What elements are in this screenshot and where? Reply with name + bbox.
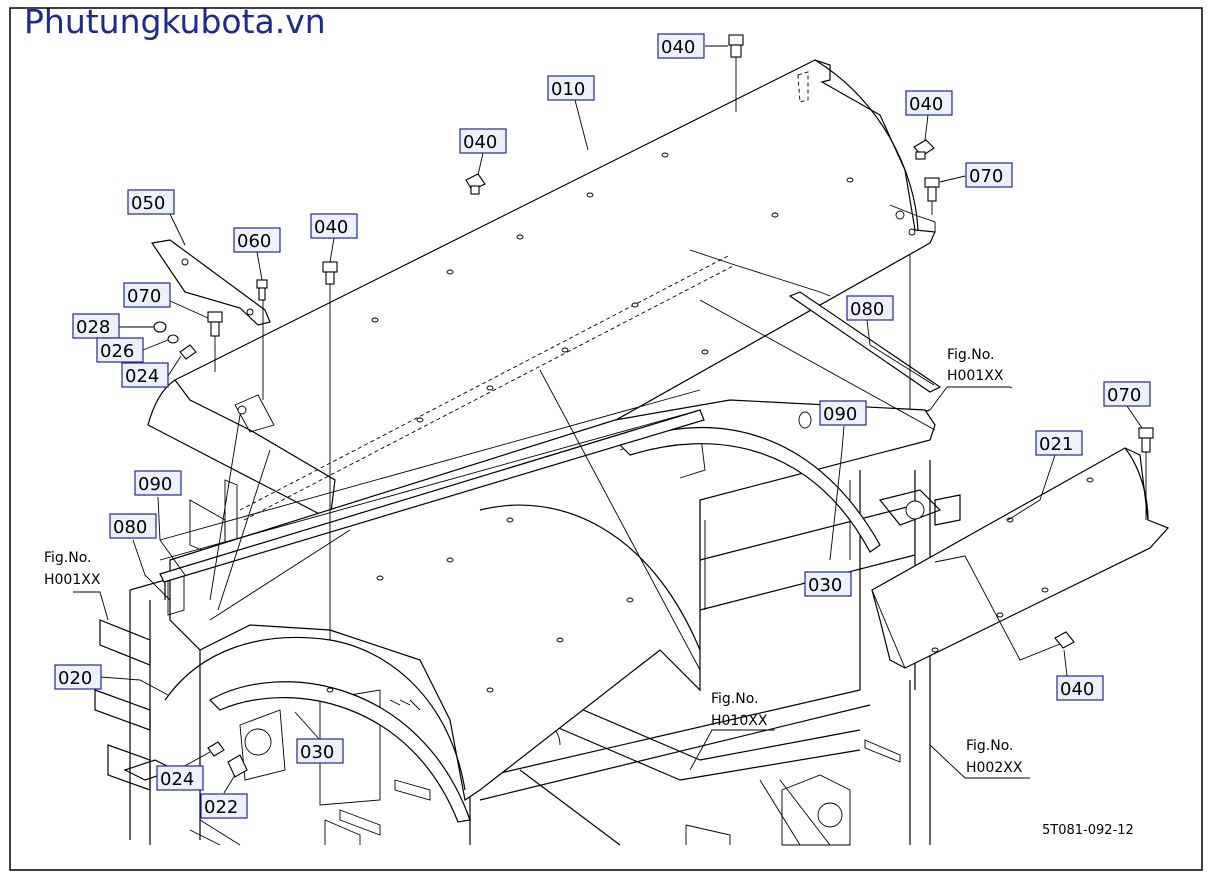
part-label: 024 xyxy=(156,765,204,791)
svg-text:080: 080 xyxy=(850,299,884,320)
drawing-code: 5T081-092-12 xyxy=(1042,823,1134,838)
part-label: 040 xyxy=(1056,675,1104,701)
bolt-060 xyxy=(256,279,268,301)
svg-text:024: 024 xyxy=(125,366,159,387)
fasteners xyxy=(153,34,1154,778)
right-cover-021 xyxy=(871,447,1170,669)
svg-text:080: 080 xyxy=(113,517,147,538)
part-label: 040 xyxy=(657,33,705,59)
part-label: 050 xyxy=(127,189,175,215)
svg-text:H002XX: H002XX xyxy=(966,760,1023,776)
bolt-070-right xyxy=(924,177,940,202)
stud-024-top xyxy=(179,344,197,360)
assembly-lines xyxy=(209,57,1147,671)
stud-024-bottom xyxy=(207,741,225,757)
bolt-070-far-right xyxy=(1138,427,1154,453)
svg-text:024: 024 xyxy=(160,769,194,790)
part-label: 090 xyxy=(819,400,867,426)
svg-text:H001XX: H001XX xyxy=(44,572,101,588)
strips-080 xyxy=(159,291,942,583)
svg-text:090: 090 xyxy=(823,404,857,425)
part-labels: 040 010 040 070 040 050 060 040 070 028 … xyxy=(54,33,1151,819)
svg-text:028: 028 xyxy=(76,317,110,338)
part-label: 024 xyxy=(121,362,169,388)
leader-lines xyxy=(73,45,1143,794)
svg-text:030: 030 xyxy=(808,575,842,596)
svg-text:040: 040 xyxy=(661,37,695,58)
part-label: 080 xyxy=(846,295,894,321)
svg-text:050: 050 xyxy=(131,193,165,214)
svg-text:040: 040 xyxy=(1060,679,1094,700)
svg-text:010: 010 xyxy=(551,79,585,100)
svg-text:090: 090 xyxy=(138,474,172,495)
svg-text:022: 022 xyxy=(204,797,238,818)
svg-text:026: 026 xyxy=(100,341,134,362)
svg-text:040: 040 xyxy=(909,94,943,115)
svg-text:030: 030 xyxy=(300,742,334,763)
bolt-040-left xyxy=(322,261,338,285)
bolt-040-top xyxy=(728,34,744,58)
top-cover-010 xyxy=(147,59,936,554)
part-label: 020 xyxy=(54,664,102,690)
part-label: 040 xyxy=(905,90,953,116)
bolt-040-right xyxy=(913,139,935,160)
part-label: 022 xyxy=(200,793,248,819)
svg-text:070: 070 xyxy=(1107,385,1141,406)
bolt-070-left xyxy=(207,311,223,337)
washer-026 xyxy=(167,334,179,344)
bolt-040-lower-right xyxy=(1054,631,1075,649)
svg-text:Fig.No.: Fig.No. xyxy=(966,738,1014,754)
part-label: 090 xyxy=(134,470,182,496)
part-label: 030 xyxy=(804,571,852,597)
drawing-frame xyxy=(9,7,1203,871)
part-label: 028 xyxy=(72,313,120,339)
figure-references: Fig.No. H001XX Fig.No. H001XX Fig.No. H0… xyxy=(44,347,1023,776)
svg-text:021: 021 xyxy=(1039,434,1073,455)
part-label: 021 xyxy=(1035,430,1083,456)
svg-text:040: 040 xyxy=(463,132,497,153)
part-label: 080 xyxy=(109,513,157,539)
figure-ref: Fig.No. H001XX xyxy=(947,347,1004,384)
part-label: 026 xyxy=(96,337,144,363)
figure-ref: Fig.No. H001XX xyxy=(44,550,101,588)
svg-text:020: 020 xyxy=(58,668,92,689)
part-label: 070 xyxy=(965,162,1013,188)
svg-text:H001XX: H001XX xyxy=(947,368,1004,384)
nut-028 xyxy=(153,321,167,333)
part-label: 060 xyxy=(233,227,281,253)
svg-text:040: 040 xyxy=(314,217,348,238)
svg-text:070: 070 xyxy=(127,286,161,307)
part-label: 040 xyxy=(459,128,507,154)
svg-text:070: 070 xyxy=(969,166,1003,187)
part-label: 030 xyxy=(296,738,344,764)
side-cover-020 xyxy=(159,389,936,802)
part-label: 070 xyxy=(1103,381,1151,407)
part-label: 010 xyxy=(547,75,595,101)
svg-text:Fig.No.: Fig.No. xyxy=(947,347,995,363)
bolt-040-mid xyxy=(465,173,486,195)
arc-strips xyxy=(209,426,881,823)
svg-text:H010XX: H010XX xyxy=(711,713,768,729)
figure-ref: Fig.No. H002XX xyxy=(966,738,1023,776)
svg-text:Fig.No.: Fig.No. xyxy=(711,691,759,707)
part-label: 070 xyxy=(123,282,171,308)
bracket-050 xyxy=(150,239,271,326)
svg-text:Fig.No.: Fig.No. xyxy=(44,550,92,566)
fitting-022 xyxy=(227,754,248,778)
part-label: 040 xyxy=(310,213,358,239)
svg-text:060: 060 xyxy=(237,231,271,252)
figure-ref: Fig.No. H010XX xyxy=(711,691,768,729)
panel-holes xyxy=(326,152,1094,693)
